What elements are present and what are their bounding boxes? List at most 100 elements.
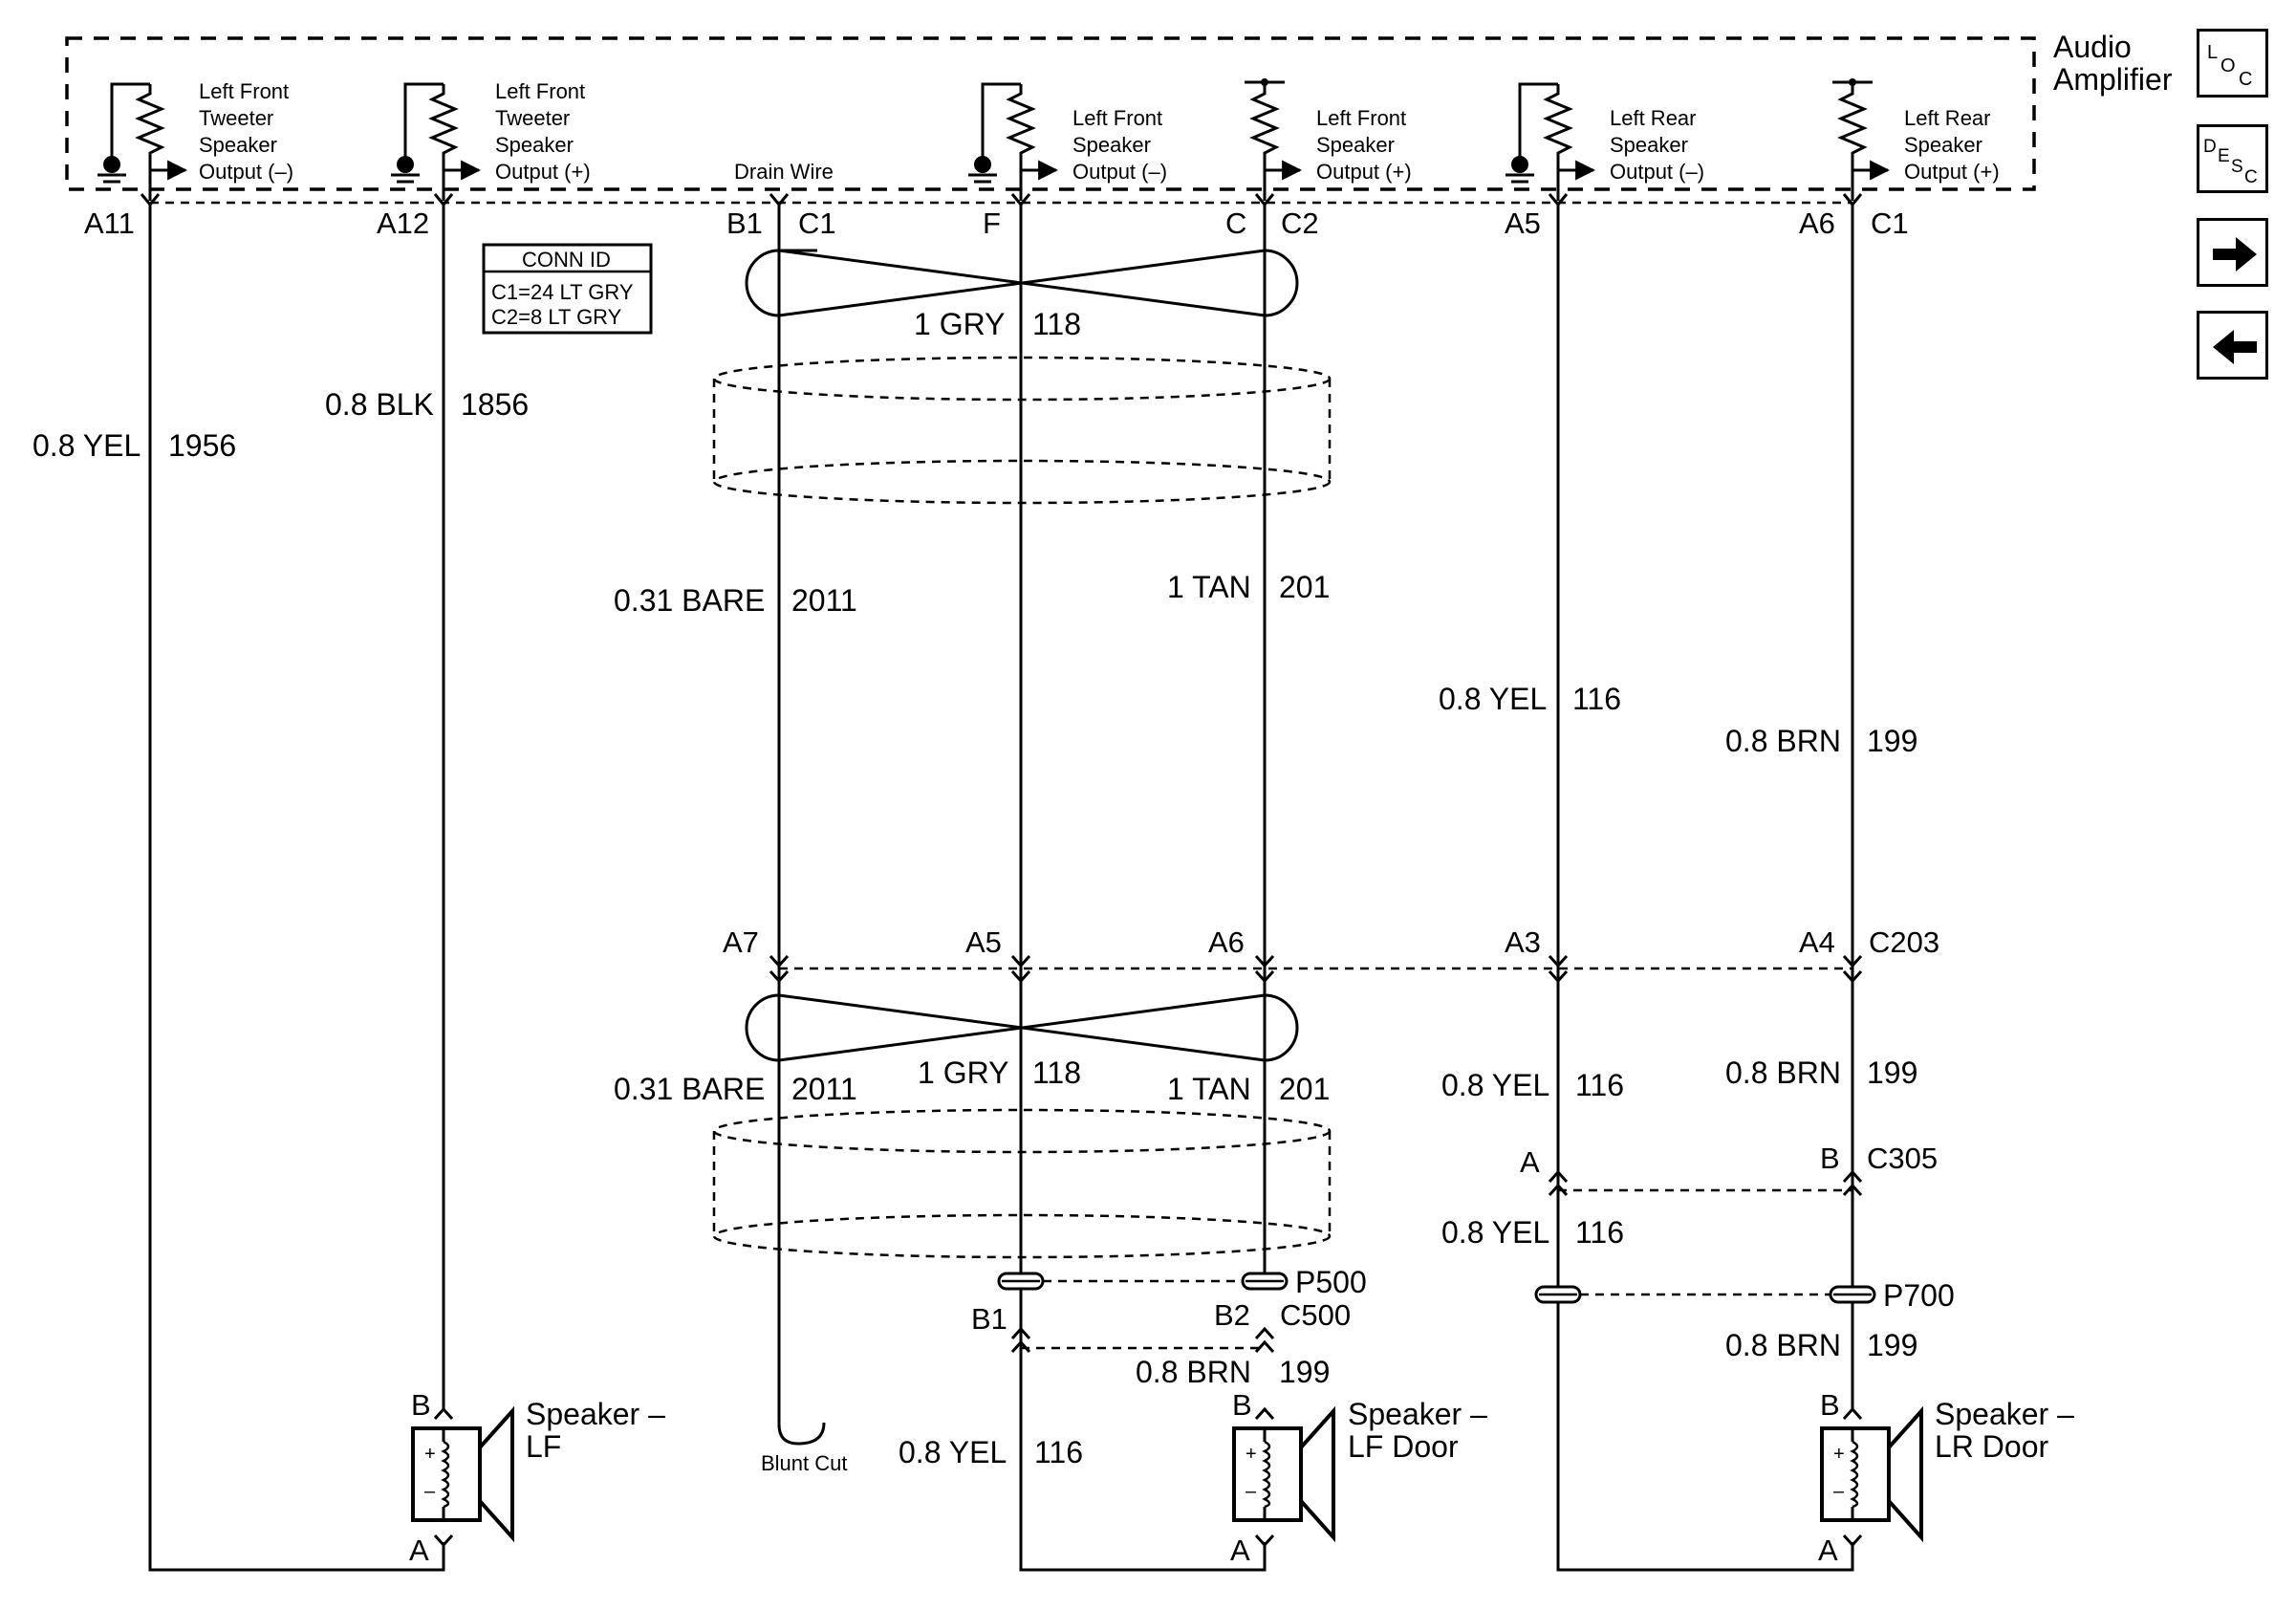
wire-2011-mid-number: 2011 — [791, 1072, 857, 1106]
twisted-pair-top — [745, 249, 1299, 317]
c203-pin-a6: A6 — [1208, 925, 1245, 959]
speaker-lf-door-name-line1: Speaker – — [1348, 1397, 1487, 1431]
wire-199-mid-size: 0.8 BRN — [1725, 1055, 1841, 1090]
conn-id-line1: C1=24 LT GRY — [491, 280, 634, 304]
svg-text:D: D — [2203, 137, 2217, 157]
c500-name: C500 — [1280, 1298, 1351, 1332]
wire-116-top-number: 116 — [1572, 682, 1621, 716]
svg-text:–: – — [424, 1481, 436, 1502]
speaker-lf-door-symbol: + – — [1232, 1405, 1335, 1548]
next-button[interactable] — [2197, 218, 2268, 287]
speaker-lf-pin-a: A — [409, 1534, 429, 1567]
wire-118-mid-size: 1 GRY — [918, 1055, 1008, 1090]
wire-201-mid-number: 201 — [1279, 1072, 1330, 1106]
speaker-lr-door-pin-a: A — [1818, 1534, 1838, 1567]
output-circuit-lr-neg — [1505, 82, 1596, 201]
wire-199-door-size: 0.8 BRN — [1136, 1355, 1251, 1389]
pin-a11: A11 — [84, 207, 135, 240]
desc-button[interactable]: D E S C — [2197, 124, 2268, 193]
right-arrow-icon — [2213, 237, 2257, 272]
pin-c2: C2 — [1281, 207, 1319, 240]
output-circuit-lf-neg — [968, 82, 1059, 201]
wire-199-door-number: 199 — [1279, 1355, 1330, 1389]
loc-icon: L O C — [2207, 42, 2252, 90]
pin-c1-right: C1 — [1871, 207, 1909, 240]
wire-1956-number: 1956 — [168, 428, 236, 463]
c305-pin-b: B — [1820, 1142, 1840, 1175]
svg-text:+: + — [1245, 1444, 1257, 1465]
pin-c1: C1 — [798, 207, 836, 240]
desc-icon: D E S C — [2203, 137, 2258, 187]
c203-pin-a4: A4 — [1799, 925, 1835, 959]
shield-top — [712, 356, 1332, 505]
speaker-lf-door-name-line2: LF Door — [1348, 1429, 1459, 1464]
wire-118-top-number: 118 — [1032, 307, 1081, 341]
pin-a5: A5 — [1505, 207, 1541, 240]
svg-text:+: + — [1833, 1444, 1845, 1465]
c500-terminals — [1010, 1326, 1275, 1354]
wire-2011-top-size: 0.31 BARE — [614, 583, 765, 618]
output-circuit-lr-pos — [1832, 78, 1891, 201]
c203-pin-a7: A7 — [723, 925, 759, 959]
svg-text:L: L — [2207, 42, 2218, 63]
svg-text:–: – — [1245, 1481, 1257, 1502]
c500-pin-b2: B2 — [1214, 1298, 1250, 1332]
wire-116-door-number: 116 — [1034, 1435, 1083, 1469]
speaker-lf-symbol: + – — [411, 1405, 514, 1548]
wire-118 — [1019, 205, 1267, 1572]
drain-wire-label: Drain Wire — [734, 160, 834, 184]
wire-116-low-size: 0.8 YEL — [1441, 1215, 1549, 1250]
twisted-pair-middle — [745, 993, 1299, 1062]
audio-amplifier-box — [65, 36, 2036, 191]
p500-splice — [997, 1272, 1289, 1291]
wire-201-mid-size: 1 TAN — [1167, 1072, 1251, 1106]
output-circuit-lf-tweeter-neg — [97, 82, 188, 201]
svg-text:+: + — [424, 1444, 436, 1465]
pin-c: C — [1225, 207, 1246, 240]
wire-1956 — [148, 205, 445, 1572]
c305-terminals — [1548, 1169, 1863, 1197]
speaker-lf-door-pin-b: B — [1232, 1388, 1252, 1422]
amplifier-title-line1: Audio — [2053, 30, 2132, 64]
speaker-lr-door-name-line1: Speaker – — [1935, 1397, 2074, 1431]
output-circuit-lf-pos — [1245, 78, 1303, 201]
wire-116-top-size: 0.8 YEL — [1439, 682, 1547, 716]
p700-splice — [1534, 1285, 1876, 1304]
c305-pin-a: A — [1520, 1145, 1540, 1179]
wire-2011-top-number: 2011 — [791, 583, 857, 618]
conn-id-title: CONN ID — [522, 248, 611, 272]
blunt-cut-label: Blunt Cut — [761, 1451, 848, 1475]
pin-a12: A12 — [377, 207, 429, 240]
svg-text:O: O — [2220, 55, 2236, 76]
wire-116-mid-size: 0.8 YEL — [1441, 1068, 1549, 1102]
c203-name: C203 — [1869, 925, 1939, 959]
wire-199-top-size: 0.8 BRN — [1725, 724, 1841, 758]
wire-1956-size: 0.8 YEL — [32, 428, 141, 463]
speaker-lr-door-pin-b: B — [1820, 1388, 1840, 1422]
c203-pin-a3: A3 — [1505, 925, 1541, 959]
c500-pin-b1: B1 — [971, 1302, 1007, 1336]
svg-text:C: C — [2244, 167, 2258, 187]
speaker-lf-pin-b: B — [411, 1388, 431, 1422]
speaker-lf-name-line1: Speaker – — [526, 1397, 665, 1431]
loc-button[interactable]: L O C — [2197, 29, 2268, 98]
wire-116 — [1556, 205, 1854, 1572]
wire-201-top-size: 1 TAN — [1167, 570, 1251, 604]
left-arrow-icon — [2213, 330, 2257, 364]
prev-button[interactable] — [2197, 311, 2268, 380]
wire-199-top-number: 199 — [1867, 724, 1917, 758]
wire-1856-size: 0.8 BLK — [325, 387, 434, 422]
speaker-lf-name-line2: LF — [526, 1429, 561, 1464]
c203-terminals — [769, 954, 1863, 984]
svg-text:E: E — [2218, 146, 2230, 166]
wire-116-door-size: 0.8 YEL — [899, 1435, 1007, 1469]
conn-id-line2: C2=8 LT GRY — [491, 305, 622, 329]
speaker-lr-door-name-line2: LR Door — [1935, 1429, 2049, 1464]
speaker-lf-door-pin-a: A — [1230, 1534, 1250, 1567]
